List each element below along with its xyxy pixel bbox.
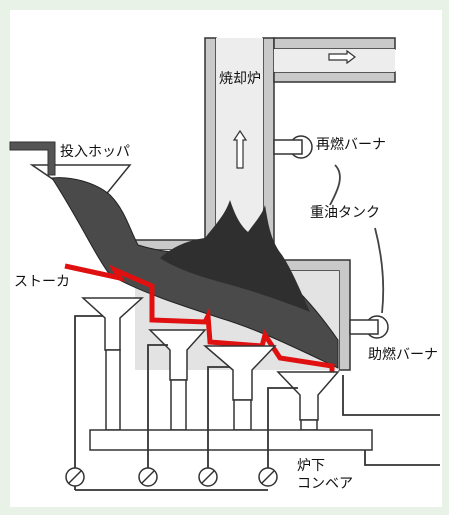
air-lines <box>74 315 440 491</box>
label-stoker: ストーカ <box>14 274 70 290</box>
label-aux-burner: 助燃バーナ <box>368 346 438 363</box>
oil-lines <box>329 164 385 314</box>
drop-pipes <box>105 349 318 431</box>
ash-hoppers <box>81 297 340 421</box>
flow-arrow-icon <box>232 49 356 169</box>
label-reburn-burner: 再燃バーナ <box>316 136 386 153</box>
fan-icon <box>65 467 278 487</box>
burner-icon <box>273 135 389 339</box>
label-conveyor-line1: 炉下 <box>297 458 325 474</box>
flame <box>160 200 310 312</box>
label-heavy-oil-tank: 重油タンク <box>310 205 380 221</box>
label-incinerator: 焼却炉 <box>219 71 261 87</box>
stoker-grate <box>64 263 335 372</box>
label-hopper: 投入ホッパ <box>60 144 130 160</box>
label-conveyor-line2: コンベア <box>297 476 353 492</box>
under-furnace-conveyor <box>89 429 373 451</box>
